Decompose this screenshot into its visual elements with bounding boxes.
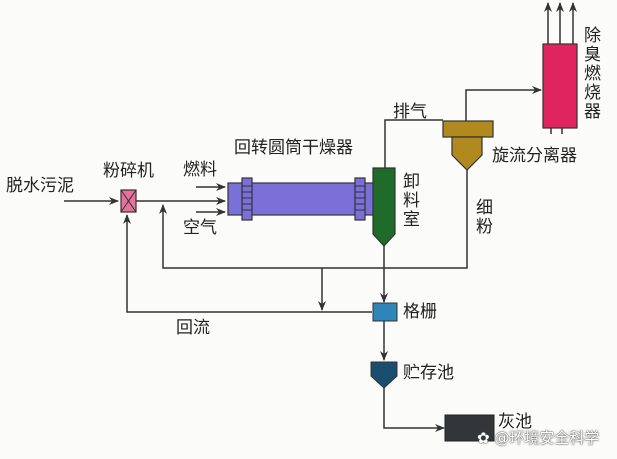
rotary-dryer — [227, 177, 377, 221]
deodorizer-burner — [542, 43, 578, 129]
label-discharge: 卸料室 — [399, 172, 419, 229]
exhaust-line — [384, 119, 443, 168]
return-flow-line — [123, 214, 372, 313]
watermark: ✿ @环境安全科学 — [477, 429, 600, 447]
label-fines: 细粉 — [472, 198, 492, 236]
crusher — [120, 189, 137, 213]
cyclone-to-deodorizer-arrow — [465, 86, 542, 121]
storage-tank — [370, 361, 398, 389]
label-grate: 格栅 — [403, 302, 437, 322]
label-return-flow: 回流 — [176, 318, 210, 338]
ash-pit — [444, 414, 495, 442]
fines-return-line — [159, 170, 468, 269]
grate — [372, 302, 398, 322]
label-crusher: 粉碎机 — [103, 161, 154, 181]
label-ash-pit: 灰池 — [498, 412, 532, 432]
label-exhaust: 排气 — [393, 102, 427, 122]
label-storage: 贮存池 — [403, 363, 454, 383]
discharge-chamber — [372, 167, 396, 247]
label-dryer: 回转圆筒干燥器 — [234, 138, 353, 158]
label-fuel: 燃料 — [183, 160, 217, 180]
label-cyclone: 旋流分离器 — [492, 146, 577, 166]
label-air: 空气 — [183, 218, 217, 238]
label-deodorizer: 除臭燃烧器 — [580, 26, 600, 121]
paw-icon: ✿ — [477, 429, 490, 447]
label-sludge: 脱水污泥 — [6, 176, 74, 196]
cyclone-separator — [442, 120, 494, 171]
storage-to-ash-arrow — [383, 388, 445, 432]
